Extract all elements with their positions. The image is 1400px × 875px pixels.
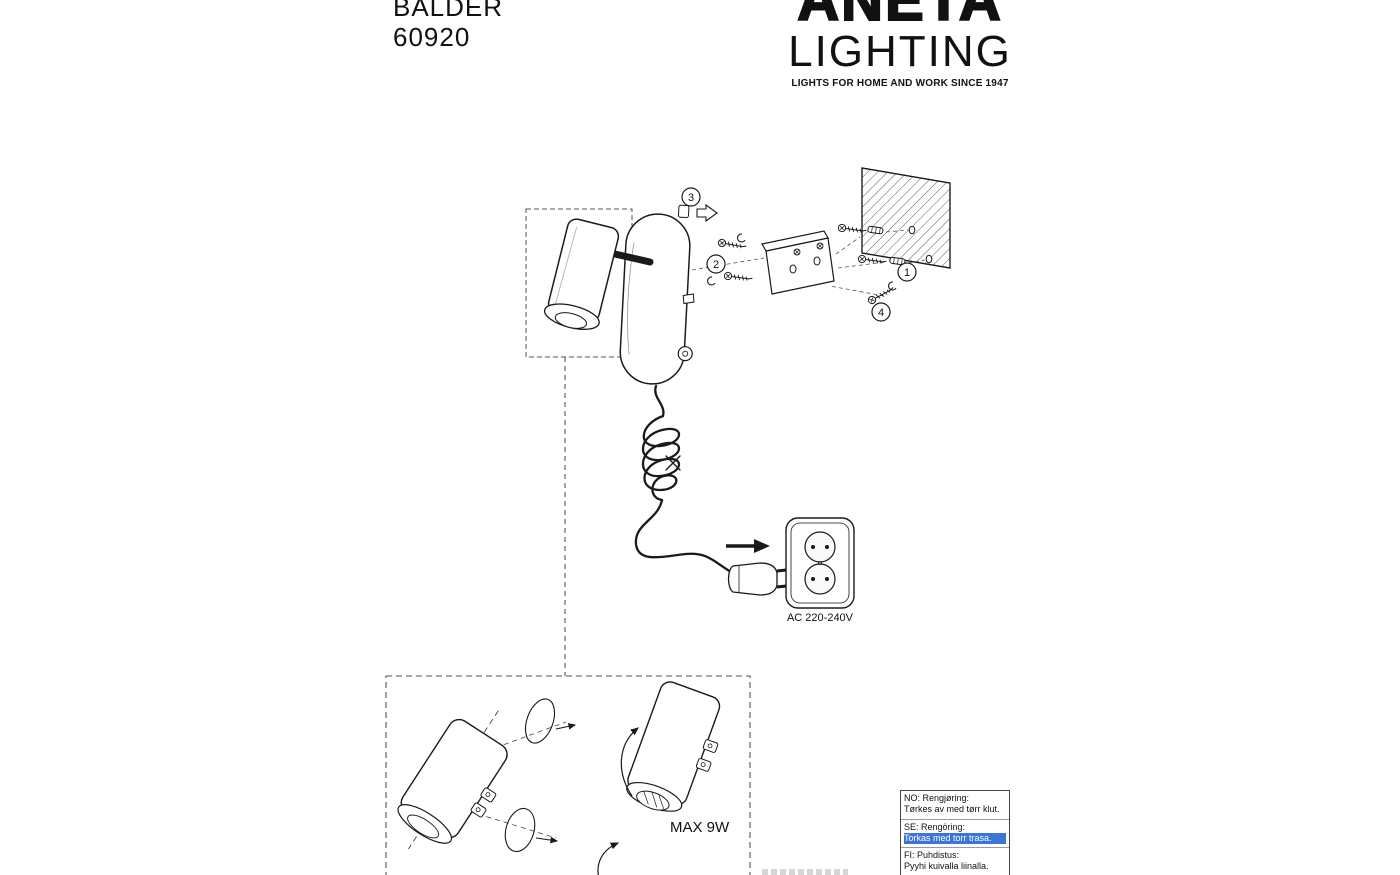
product-code: 60920 <box>393 22 471 52</box>
bracket-screw-head <box>793 242 824 256</box>
svg-text:4: 4 <box>878 307 884 319</box>
lamp-head <box>543 218 620 330</box>
wall-plate <box>619 204 695 385</box>
care-label: SE: Rengöring: <box>904 821 966 832</box>
product-name: BALDER <box>393 0 504 22</box>
step-4-badge: 4 <box>871 302 891 322</box>
adjust-lamp-left <box>397 710 508 850</box>
rotation-ellipse-bottom <box>504 807 536 853</box>
care-row-no: NO: Rengjøring: Tørkes av med tørr klut. <box>901 791 1009 820</box>
switch-knob <box>677 346 693 362</box>
socket-voltage-label: AC 220-240V <box>787 612 854 624</box>
care-instructions-box: NO: Rengjøring: Tørkes av med tørr klut.… <box>900 790 1010 875</box>
brand-tagline: LIGHTS FOR HOME AND WORK SINCE 1947 <box>791 78 1009 89</box>
svg-text:1: 1 <box>904 267 910 279</box>
swivel-axis-dashed <box>469 721 567 758</box>
rotation-arrow-top <box>555 723 577 730</box>
care-text: Tørkes av med tørr klut. <box>904 804 1000 815</box>
tilt-arrow-side <box>620 727 639 797</box>
max-wattage-label: MAX 9W <box>670 819 730 836</box>
cutoff-footer-text <box>762 869 848 875</box>
plate-hook <box>682 293 695 305</box>
care-label: FI: Puhdistus: <box>904 850 960 860</box>
brand-logo: ANETA LIGHTING LIGHTS FOR HOME AND WORK … <box>783 0 1017 89</box>
care-row-fi: FI: Puhdistus: Pyyhi kuivalla liinalla. <box>901 848 1009 875</box>
wall-hole <box>925 254 933 264</box>
mounting-bracket <box>761 230 835 295</box>
plug-direction-arrow <box>726 539 770 553</box>
step-2-badge: 2 <box>706 254 726 274</box>
adjust-lamp-right <box>626 681 721 812</box>
care-label: NO: Rengjøring: <box>904 793 970 803</box>
rotation-arrow-bottom <box>535 836 559 844</box>
adjustment-detail-frame <box>385 675 751 875</box>
care-text: Pyyhi kuivalla liinalla. <box>904 861 989 872</box>
wall-socket <box>785 517 855 609</box>
wall-section <box>861 167 951 269</box>
step-1-badge: 1 <box>897 262 917 282</box>
care-row-se: SE: Rengöring: Torkas med torr trasa. <box>901 820 1009 848</box>
svg-text:2: 2 <box>713 259 719 271</box>
tilt-arrow-bottom <box>597 842 620 875</box>
brand-subname: LIGHTING <box>788 27 1012 76</box>
plate-top-tab <box>677 204 690 219</box>
brand-name: ANETA <box>796 0 1003 33</box>
rotation-ellipse-top <box>524 698 556 744</box>
step-3-arrow <box>696 203 718 223</box>
step-3-badge: 3 <box>681 187 701 207</box>
power-cord <box>634 384 733 574</box>
leader-lines <box>691 229 926 297</box>
wall-hole <box>908 225 916 235</box>
svg-text:3: 3 <box>688 192 694 204</box>
cable-tie <box>665 455 681 471</box>
care-text-highlighted: Torkas med torr trasa. <box>904 832 1006 844</box>
